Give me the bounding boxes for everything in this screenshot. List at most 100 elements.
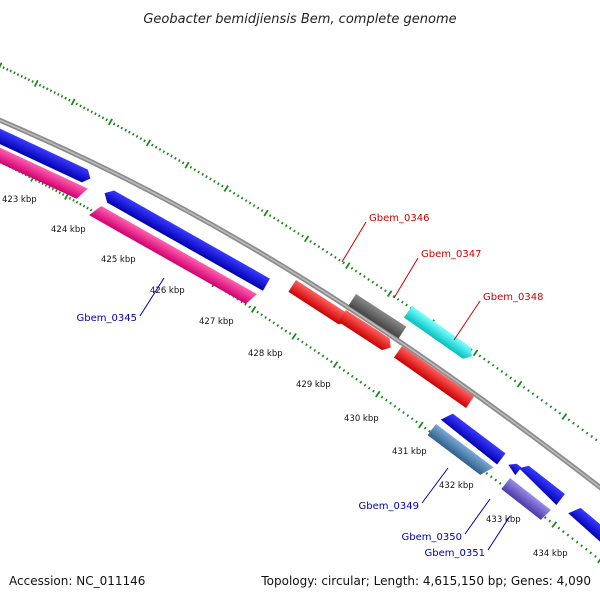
outer-tick [82,106,86,110]
outer-tick [139,137,143,141]
inner-tick [296,337,300,341]
outer-tick [108,118,113,126]
genome-backbone-highlight [0,119,600,489]
outer-tick [178,159,181,162]
outer-tick [263,209,269,217]
inner-tick [589,551,593,555]
leader-gbem-0346 [341,221,367,263]
feature-gbem-0349 [427,424,494,475]
outer-tick [45,87,49,91]
outer-tick [68,98,71,102]
outer-tick [585,431,589,435]
leader-gbem-0348 [453,300,481,341]
leader-gbem-0347 [393,257,419,299]
inner-tick [342,368,346,372]
outer-tick [472,349,479,357]
outer-tick [272,216,276,220]
inner-tick [363,383,367,387]
gene-label-gbem-0347: Gbem_0347 [421,249,481,260]
outer-tick [342,261,345,265]
outer-tick [329,253,333,257]
outer-tick [509,376,513,380]
outer-tick [189,165,193,169]
inner-tick [86,206,89,210]
kbp-label-429: 429 kbp [296,380,331,390]
outer-tick [101,116,105,120]
outer-tick [60,94,64,98]
inner-tick [48,185,51,189]
outer-tick [217,182,220,186]
leader-gbem-0350 [464,498,491,535]
outer-tick [240,196,244,200]
outer-tick [386,290,393,298]
outer-tick [500,370,504,373]
inner-tick [594,555,597,558]
outer-tick [354,269,358,273]
inner-tick-track [0,158,600,564]
outer-tick [303,235,310,243]
inner-tick [372,389,375,393]
inner-tick [428,429,431,433]
outer-tick [42,85,45,89]
outer-tick [561,413,568,420]
inner-tick [280,326,284,330]
outer-tick [491,363,495,367]
leader-gbem-0349 [421,467,449,504]
outer-tick [143,139,146,143]
outer-tick [184,161,190,169]
outer-tick [367,277,370,281]
outer-tick [64,96,67,100]
outer-tick [228,189,232,193]
outer-tick [244,199,248,203]
outer-tick [350,266,354,270]
feature-blue-small [508,463,522,476]
feature-gbem-0348 [403,306,472,359]
inner-tick [305,343,308,347]
outer-tick [5,67,9,71]
feature-blue-edge [568,507,600,554]
outer-tick [504,373,508,377]
inner-tick [338,366,342,369]
inner-tick [415,420,418,424]
inner-tick [597,558,600,564]
outer-tick [576,425,580,428]
outer-tick [256,206,260,210]
inner-tick [272,321,276,325]
inner-tick [571,537,574,540]
outer-tick [375,283,379,287]
outer-tick [79,104,82,108]
outer-tick [31,80,34,84]
inner-tick [359,380,363,384]
inner-tick [260,313,263,317]
outer-tick [540,398,544,402]
accession-text: Accession: NC_011146 [9,574,145,588]
gene-label-gbem-0349: Gbem_0349 [359,501,419,512]
outer-tick [223,185,229,192]
inner-tick [332,361,339,369]
inner-tick [485,472,489,475]
feature-pink-gbem-0345 [89,205,258,304]
outer-tick [392,294,396,298]
outer-tick [572,421,575,425]
outer-tick [131,132,135,136]
outer-tick [70,98,76,106]
inner-tick [61,193,65,196]
outer-tick [135,135,139,138]
kbp-label-434: 434 kbp [533,549,568,559]
inner-tick [584,547,588,551]
inner-tick [561,530,565,533]
gene-label-gbem-0350: Gbem_0350 [402,532,462,543]
feature-blue-2 [104,190,270,291]
inner-tick [291,332,297,340]
inner-tick [575,540,579,544]
inner-tick [543,516,547,519]
outer-tick [112,122,116,126]
outer-tick [321,247,325,251]
outer-tick [536,395,539,399]
inner-tick [389,401,392,405]
outer-tick [513,379,517,383]
outer-tick [317,245,321,249]
inner-tick [58,191,61,195]
inner-tick [418,421,424,429]
